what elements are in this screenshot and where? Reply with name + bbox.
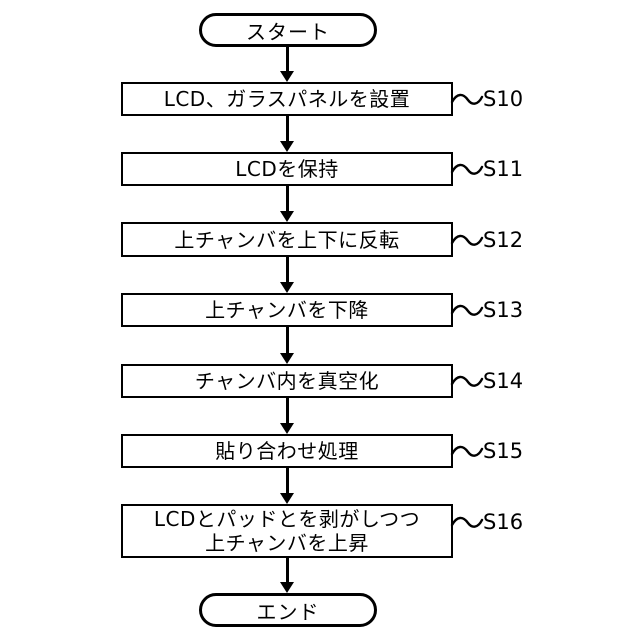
arrow-head xyxy=(280,582,294,593)
flow-arrow-down-icon xyxy=(280,47,294,82)
flow-arrow-down-icon xyxy=(280,327,294,364)
tilde-connector-icon xyxy=(450,445,484,457)
tilde-connector-icon xyxy=(450,163,484,175)
arrow-stem xyxy=(285,186,289,213)
flow-step-s12: 上チャンバを上下に反転 S12 xyxy=(121,222,523,257)
flow-step-s13: 上チャンバを下降 S13 xyxy=(121,293,523,327)
tilde-connector-icon xyxy=(450,304,484,316)
arrow-head xyxy=(280,423,294,434)
start-terminal-label: スタート xyxy=(246,19,330,44)
arrow-head xyxy=(280,141,294,152)
flow-arrow-down-icon xyxy=(280,398,294,434)
flow-step-s11: LCDを保持 S11 xyxy=(121,152,523,186)
process-box: 貼り合わせ処理 xyxy=(121,434,453,468)
flow-arrow-down-icon xyxy=(280,257,294,293)
flow-arrow-down-icon xyxy=(280,116,294,152)
arrow-stem xyxy=(285,558,289,584)
arrow-head xyxy=(280,353,294,364)
step-number-label: S16 xyxy=(483,510,524,534)
end-terminal-label: エンド xyxy=(256,599,320,624)
flow-step-s14: チャンバ内を真空化 S14 xyxy=(121,364,523,398)
arrow-stem xyxy=(285,116,289,143)
tilde-connector-icon xyxy=(450,93,484,105)
arrow-head xyxy=(280,493,294,504)
arrow-stem xyxy=(285,468,289,495)
step-number-label: S14 xyxy=(483,369,524,393)
tilde-connector-icon xyxy=(450,516,484,528)
arrow-stem xyxy=(285,398,289,425)
step-number-label: S15 xyxy=(483,439,524,463)
tilde-connector-icon xyxy=(450,234,484,246)
tilde-connector-icon xyxy=(450,375,484,387)
step-number-label: S11 xyxy=(483,157,524,181)
arrow-stem xyxy=(285,327,289,355)
process-box: チャンバ内を真空化 xyxy=(121,364,453,398)
flow-arrow-down-icon xyxy=(280,468,294,504)
process-box: 上チャンバを上下に反転 xyxy=(121,222,453,257)
process-box: 上チャンバを下降 xyxy=(121,293,453,327)
flow-arrow-down-icon xyxy=(280,186,294,222)
flow-arrow-down-icon xyxy=(280,558,294,593)
arrow-stem xyxy=(285,47,289,73)
arrow-head xyxy=(280,71,294,82)
start-terminal: スタート xyxy=(199,13,377,47)
arrow-head xyxy=(280,282,294,293)
flow-step-s10: LCD、ガラスパネルを設置 S10 xyxy=(121,82,523,116)
process-box: LCD、ガラスパネルを設置 xyxy=(121,82,453,116)
process-box: LCDとパッドとを剥がしつつ 上チャンバを上昇 xyxy=(121,504,453,558)
flow-step-s15: 貼り合わせ処理 S15 xyxy=(121,434,523,468)
step-number-label: S10 xyxy=(483,87,524,111)
flow-step-s16: LCDとパッドとを剥がしつつ 上チャンバを上昇 S16 xyxy=(121,504,523,558)
arrow-head xyxy=(280,211,294,222)
process-box: LCDを保持 xyxy=(121,152,453,186)
step-number-label: S12 xyxy=(483,227,524,252)
end-terminal: エンド xyxy=(199,593,377,627)
step-number-label: S13 xyxy=(483,298,524,322)
arrow-stem xyxy=(285,257,289,284)
